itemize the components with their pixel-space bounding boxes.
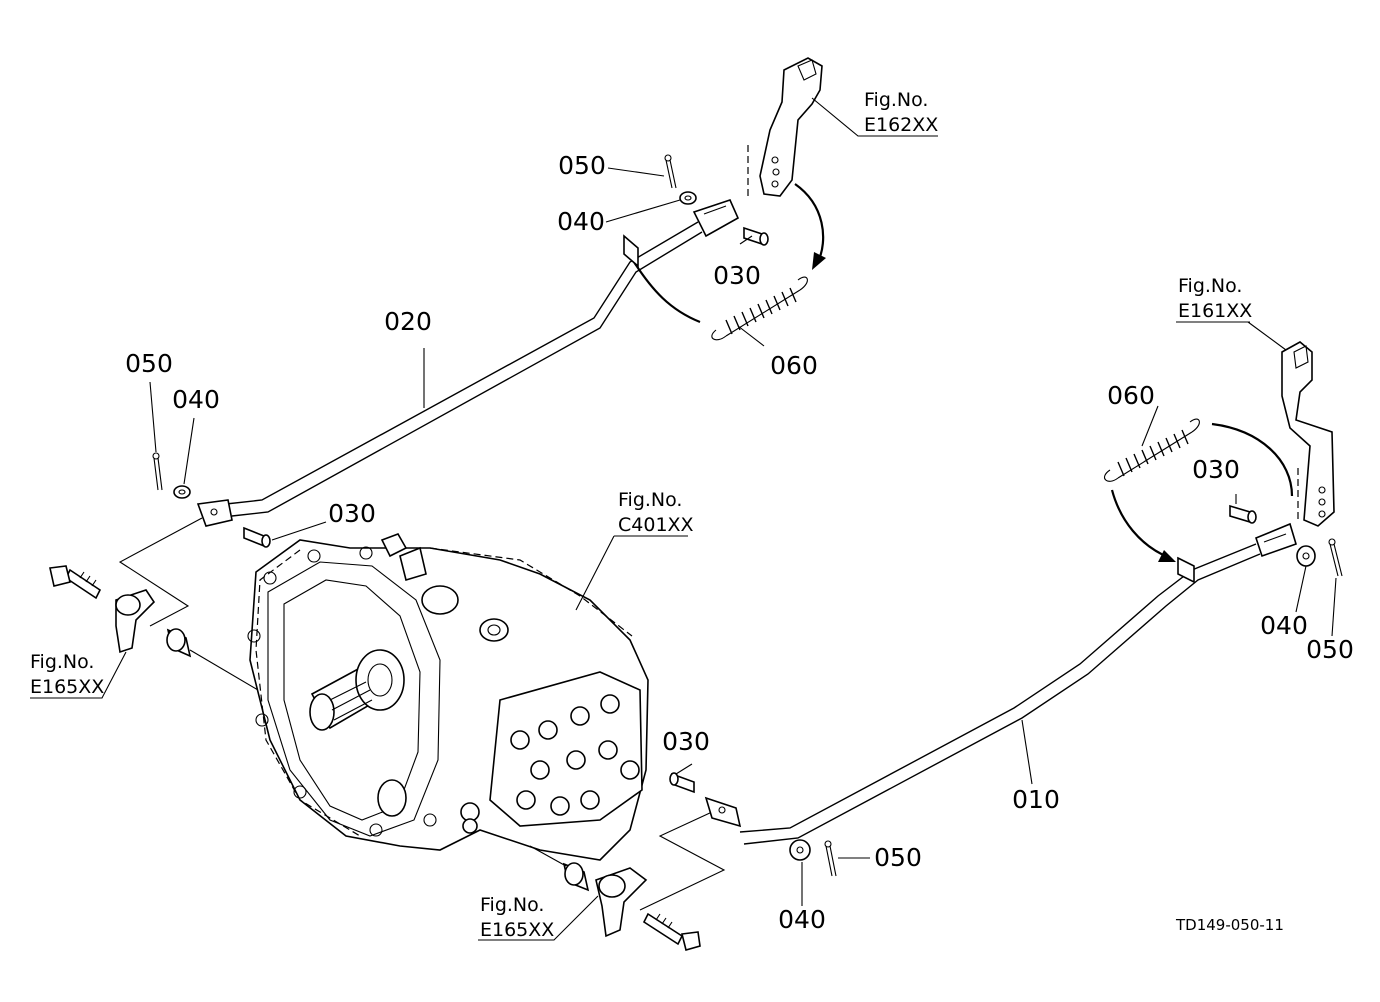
part-label-050-bottom: 050 [874, 843, 922, 872]
bottom-leader-box [639, 811, 726, 911]
upper-return-spring [711, 276, 808, 341]
part-label-030-mid: 030 [662, 727, 710, 756]
right-cotter-pin [1328, 538, 1343, 577]
part-label-020: 020 [384, 307, 432, 336]
upper-rod-clevis [692, 199, 740, 238]
fig-ref-e165-left-code: E165XX [30, 676, 104, 698]
bottom-washer [789, 839, 811, 861]
part-label-030-left: 030 [328, 499, 376, 528]
bottom-arm-leader [529, 845, 567, 867]
fig-ref-e161-code: E161XX [1178, 300, 1252, 322]
right-clevis-pin [1229, 504, 1257, 524]
rod-010 [739, 543, 1261, 845]
leader-lines [30, 97, 1337, 941]
bottom-bushing [562, 862, 590, 892]
drawing-code: TD149-050-11 [1175, 916, 1284, 934]
left-shift-arm [49, 565, 156, 654]
right-return-spring [1104, 418, 1200, 482]
part-label-060-top: 060 [770, 351, 818, 380]
right-motion-arrow-head [1158, 550, 1176, 562]
upper-cotter-pin [664, 154, 677, 189]
left-rod-clevis [196, 499, 233, 527]
upper-motion-arrow [794, 183, 825, 263]
fig-ref-e162-code: E162XX [864, 114, 938, 136]
transmission-case [247, 533, 649, 861]
left-leader-box [118, 517, 203, 627]
part-label-040-left: 040 [172, 385, 220, 414]
bottom-shift-arm [595, 867, 701, 951]
part-label-050-top: 050 [558, 151, 606, 180]
fig-ref-e161-label: Fig.No. [1178, 275, 1242, 297]
part-label-040-right: 040 [1260, 611, 1308, 640]
fig-ref-c401-code: C401XX [618, 514, 694, 536]
part-label-050-right: 050 [1306, 635, 1354, 664]
right-lever-bracket [1281, 341, 1335, 527]
fig-ref-e165-left-label: Fig.No. [30, 651, 94, 673]
bottom-clevis-pin [669, 772, 695, 794]
part-label-060-right: 060 [1107, 381, 1155, 410]
left-clevis-pin [243, 526, 271, 548]
left-cotter-pin [152, 452, 163, 491]
left-arm-leader [189, 649, 259, 691]
right-rod-clevis [1255, 522, 1297, 558]
upper-washer [679, 191, 697, 205]
bottom-rod-clevis [704, 796, 742, 828]
left-bushing [166, 628, 192, 658]
part-label-040-top: 040 [557, 207, 605, 236]
upper-clevis-pin [743, 226, 769, 246]
part-label-050-left: 050 [125, 349, 173, 378]
part-label-010: 010 [1012, 785, 1060, 814]
fig-ref-c401-label: Fig.No. [618, 489, 682, 511]
right-washer [1296, 545, 1316, 567]
part-label-030-top: 030 [713, 261, 761, 290]
fig-ref-e162-label: Fig.No. [864, 89, 928, 111]
fig-ref-e165-bottom-label: Fig.No. [480, 894, 544, 916]
bottom-cotter-pin [824, 840, 837, 877]
part-label-040-bottom: 040 [778, 905, 826, 934]
right-motion-arrow-2 [1110, 489, 1171, 560]
left-washer [173, 485, 191, 499]
rod-020 [225, 221, 703, 517]
fig-ref-e165-bottom-code: E165XX [480, 919, 554, 941]
upper-lever-bracket [747, 57, 823, 198]
upper-motion-arrow-2 [633, 261, 701, 324]
right-motion-arrow [1211, 422, 1294, 497]
upper-motion-arrow-head [812, 252, 826, 270]
part-label-030-right: 030 [1192, 455, 1240, 484]
